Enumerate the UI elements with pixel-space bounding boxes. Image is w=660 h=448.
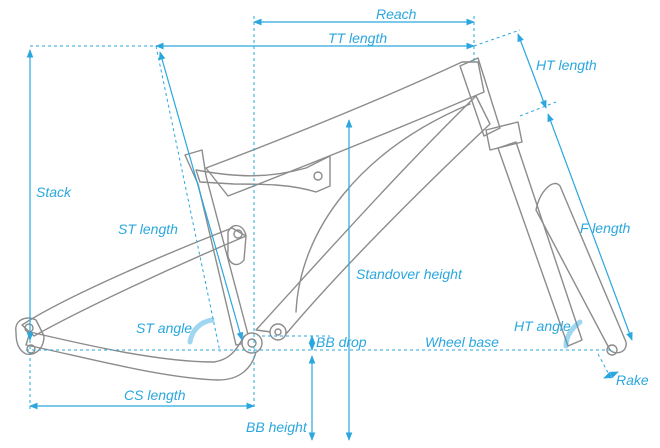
main-pivot (269, 323, 287, 341)
head-tube (459, 57, 501, 137)
label-standover-height: Standover height (356, 266, 463, 282)
rocker-pivot (313, 171, 323, 181)
dimension-labels: Reach TT length HT length Stack ST lengt… (36, 6, 649, 435)
label-ht-length: HT length (536, 57, 597, 73)
label-bb-height: BB height (246, 419, 308, 435)
fork-lower (535, 182, 627, 354)
bottom-bracket-outer (241, 332, 263, 354)
label-reach: Reach (376, 6, 417, 22)
label-tt-length: TT length (328, 30, 387, 46)
label-cs-length: CS length (124, 387, 186, 403)
dimension-lines (26, 16, 633, 441)
chainstay (25, 331, 257, 381)
label-wheel-base: Wheel base (425, 334, 499, 350)
top-tube (205, 61, 485, 197)
down-tube (255, 95, 491, 335)
bottom-bracket (247, 338, 257, 348)
label-f-length: F length (580, 220, 631, 236)
label-bb-drop: BB drop (316, 334, 367, 350)
fork-crown (485, 121, 523, 151)
rear-pivot (26, 344, 36, 354)
label-rake: Rake (616, 372, 649, 388)
rocker-link (195, 155, 331, 193)
st-angle-arc (187, 317, 215, 345)
label-st-angle: ST angle (136, 320, 192, 336)
bike-frame (15, 57, 627, 381)
label-stack: Stack (36, 184, 72, 200)
rear-dropout (15, 317, 45, 355)
ht-angle-arc (563, 319, 583, 349)
main-pivot-bolt (274, 328, 282, 336)
label-ht-angle: HT angle (514, 318, 571, 334)
label-st-length: ST length (118, 221, 178, 237)
gusset (295, 103, 471, 313)
front-axle (606, 344, 618, 356)
